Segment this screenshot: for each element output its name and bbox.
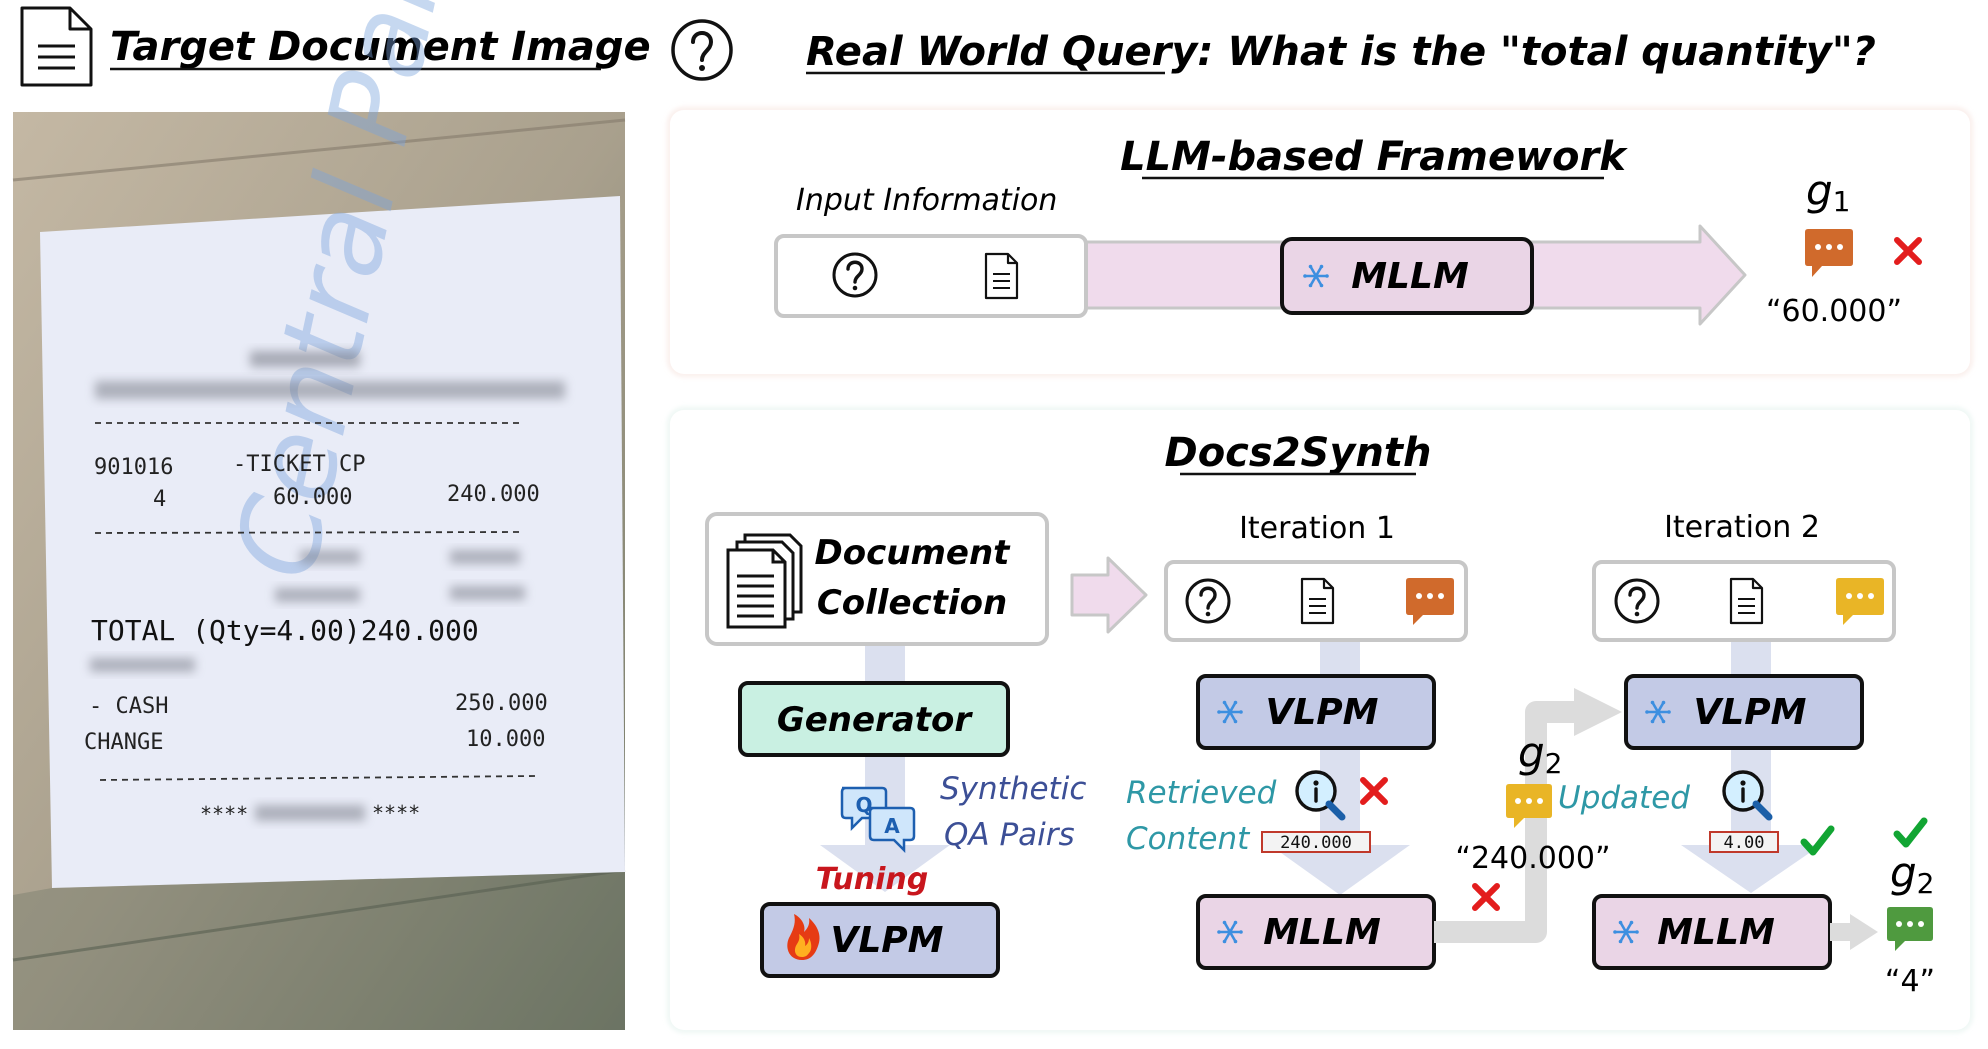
qa-bubbles-icon: Q A: [840, 786, 916, 854]
receipt-amount: 240.000: [447, 482, 540, 507]
final-chat-icon: [1887, 907, 1933, 951]
iter1-document-icon: [1300, 577, 1335, 625]
iter2-flow-top: [1731, 640, 1771, 680]
tuned-vlpm-box: [760, 902, 1000, 978]
updated-chat-icon: [1506, 784, 1552, 828]
tuning-label: Tuning: [816, 862, 928, 897]
chat-bubble-icon: [1805, 229, 1853, 277]
input-info-label: Input Information: [796, 183, 1057, 218]
iter1-vlpm-label: VLPM: [1265, 692, 1378, 733]
document-icon: [984, 252, 1019, 300]
iter1-g-sub: 2: [1545, 747, 1563, 780]
doc-header-icon: [20, 6, 93, 87]
iteration-2-label: Iteration 2: [1664, 510, 1820, 545]
llm-panel-title: LLM-based Framework: [1120, 134, 1628, 180]
final-arrow-head: [1850, 914, 1878, 950]
receipt-price: 60.000: [273, 485, 352, 510]
iter1-g-symbol: g2: [1518, 728, 1563, 780]
iter2-chat-icon: [1836, 578, 1884, 625]
iter2-snippet-box: [1709, 831, 1779, 853]
llm-g-symbol: g1: [1806, 166, 1851, 218]
iter1-question-icon: [1185, 578, 1231, 624]
receipt-cash-label: - CASH: [89, 694, 168, 719]
svg-text:Q: Q: [855, 793, 872, 817]
input-info-box: [774, 234, 1088, 318]
generator-flow-head: [820, 845, 950, 892]
document-stack-icon: [726, 533, 803, 629]
llm-mllm-box: [1280, 237, 1534, 315]
retrieved-label-1: Retrieved: [1126, 775, 1277, 811]
llm-g-letter: g: [1806, 166, 1833, 215]
final-answer: “4”: [1885, 964, 1935, 999]
docs-panel-title: Docs2Synth: [1165, 430, 1432, 476]
query-text: Real World Query: What is the "total qua…: [806, 29, 1876, 75]
fire-icon: [787, 914, 820, 960]
updated-label: Updated: [1558, 780, 1690, 816]
query-prefix: Real World Query: [806, 29, 1199, 75]
iteration-1-label: Iteration 1: [1239, 511, 1395, 546]
iter1-vlpm-box: [1196, 674, 1436, 750]
receipt-total: TOTAL (Qty=4.00)240.000: [91, 614, 479, 647]
llm-mllm-label: MLLM: [1351, 256, 1469, 297]
receipt-stars-left: ****: [200, 802, 248, 826]
generator-box: [738, 681, 1010, 757]
iter1-mllm-label: MLLM: [1263, 912, 1381, 953]
iter1-g-letter: g: [1518, 728, 1545, 777]
question-icon: [832, 252, 878, 298]
iteration-connector-head: [1574, 688, 1622, 736]
tuned-vlpm-label: VLPM: [830, 920, 943, 961]
retrieved-label-2: Content: [1126, 821, 1251, 857]
iter2-vlpm-label: VLPM: [1693, 692, 1806, 733]
iteration-connector: [1434, 701, 1580, 943]
receipt-stars-right: ****: [372, 801, 420, 825]
receipt-item: -TICKET CP: [233, 452, 365, 477]
svg-text:A: A: [884, 814, 900, 838]
synthetic-label-1: Synthetic: [940, 771, 1086, 807]
iter2-vlpm-box: [1624, 674, 1864, 750]
iter2-g-symbol: g2: [1890, 848, 1935, 900]
llm-g-sub: 1: [1833, 185, 1851, 218]
generator-label: Generator: [777, 700, 974, 740]
doc-title: Target Document Image: [110, 24, 651, 70]
query-question-icon: [671, 19, 733, 81]
receipt-qty: 4: [153, 487, 166, 512]
llm-answer: “60.000”: [1766, 294, 1902, 329]
iter2-question-icon: [1614, 578, 1660, 624]
iter1-flow-top: [1320, 640, 1360, 680]
iter2-snippet: 4.00: [1724, 833, 1765, 853]
collection-label-2: Collection: [817, 583, 1007, 623]
collection-to-iteration-arrow: [1070, 556, 1148, 634]
receipt-change-value: 10.000: [466, 727, 545, 752]
iter2-flow-head: [1681, 845, 1821, 893]
iter2-g-letter: g: [1890, 848, 1917, 897]
collection-label-1: Document: [815, 533, 1012, 573]
receipt-photo: Central Park 901016 -TICKET CP 4 60.000 …: [12, 0, 626, 1030]
receipt-change-label: CHANGE: [84, 730, 163, 755]
receipt-code: 901016: [94, 455, 173, 480]
iter2-mllm-label: MLLM: [1657, 912, 1775, 953]
query-question: : What is the "total quantity"?: [1197, 29, 1876, 75]
iter1-snippet: 240.000: [1280, 833, 1352, 853]
iter1-flow-head: [1270, 845, 1410, 895]
iter1-snippet-box: [1261, 831, 1371, 853]
synthetic-label-2: QA Pairs: [944, 817, 1075, 853]
receipt-cash-value: 250.000: [455, 691, 548, 716]
iter2-document-icon: [1729, 577, 1764, 625]
iter1-answer: “240.000”: [1455, 841, 1610, 876]
iter1-chat-icon: [1406, 578, 1454, 625]
iter2-g-sub: 2: [1917, 867, 1935, 900]
